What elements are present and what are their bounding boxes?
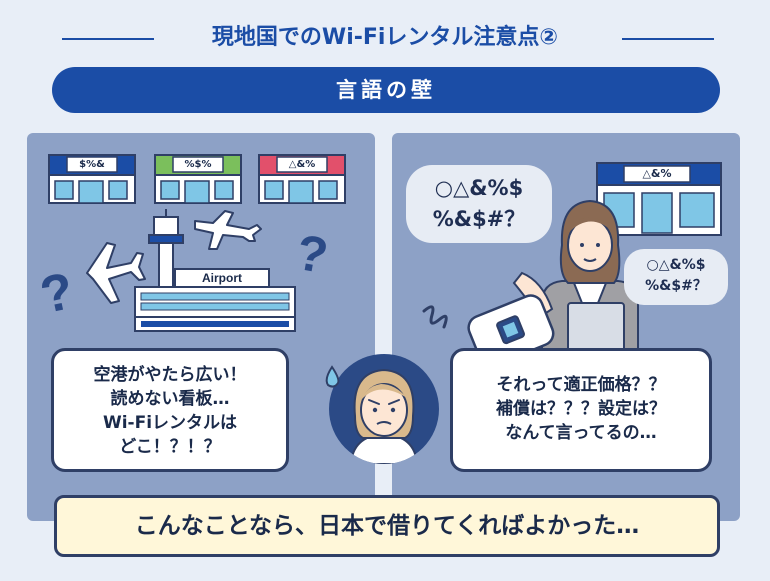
bubble-line: 補償は？？？設定は？ (496, 399, 666, 419)
bubble-line: それって適正価格？？ (496, 375, 666, 395)
airport-sign: Airport (202, 271, 242, 285)
store-building-2 (154, 154, 242, 204)
title-row: 現地国でのWi-Fiレンタル注意点② (0, 18, 770, 58)
confused-traveler-avatar (329, 354, 439, 464)
left-speech-bubble: 空港がやたら広い！ 読めない看板… Wi-Fiレンタルは どこ！？！？ (51, 348, 289, 472)
bubble-line: どこ！？！？ (119, 437, 221, 457)
section-banner: 言語の壁 (52, 67, 720, 113)
cloud-line: ○△&%$ (434, 176, 524, 200)
question-mark-icon: ? (292, 224, 332, 284)
sweat-drop-icon (325, 365, 340, 388)
store-building-3 (258, 154, 346, 204)
bubble-line: 空港がやたら広い！ (93, 365, 247, 385)
page-title: 現地国でのWi-Fiレンタル注意点② (211, 25, 559, 50)
bubble-line: Wi-Fiレンタルは (102, 413, 238, 433)
airport-terminal (134, 268, 296, 332)
store-sign: △&% (642, 167, 672, 180)
right-panel: △&% ○△&%$ %&$#？ ○△&%$ %&$#？ それって適正価格？？ 補… (392, 133, 740, 521)
footer-caption: こんなことなら、日本で借りてくればよかった… (54, 495, 720, 557)
bubble-line: 読めない看板… (110, 389, 230, 409)
right-speech-bubble: それって適正価格？？ 補償は？？？設定は？ なんて言ってるの… (450, 348, 712, 472)
title-divider-left (62, 38, 154, 40)
store-sign-1: $%& (79, 159, 105, 170)
cloud-line: ○△&%$ (646, 257, 706, 273)
airport-scene-illustration: ? ? (35, 154, 346, 332)
airplane-flying-icon (194, 210, 262, 250)
control-tower (148, 209, 184, 296)
question-mark-icon: ? (35, 262, 78, 325)
left-panel: ? ? $%& %$% △&% Airport 空港がやたら広い！ 読めない看板… (27, 133, 375, 521)
confusion-squiggle-icon (422, 305, 448, 329)
cloud-line: %&$#？ (645, 278, 707, 294)
bubble-line: なんて言ってるの… (505, 423, 657, 443)
worried-face-illustration (349, 368, 419, 464)
title-divider-right (622, 38, 714, 40)
store-building-1 (48, 154, 136, 204)
airplane-icon (86, 242, 146, 304)
store-sign-2: %$% (184, 159, 212, 170)
store-sign-3: △&% (288, 159, 316, 170)
foreign-speech-cloud-small: ○△&%$ %&$#？ (624, 249, 728, 305)
foreign-speech-cloud-large: ○△&%$ %&$#？ (406, 165, 552, 243)
cloud-line: %&$#？ (432, 207, 526, 231)
